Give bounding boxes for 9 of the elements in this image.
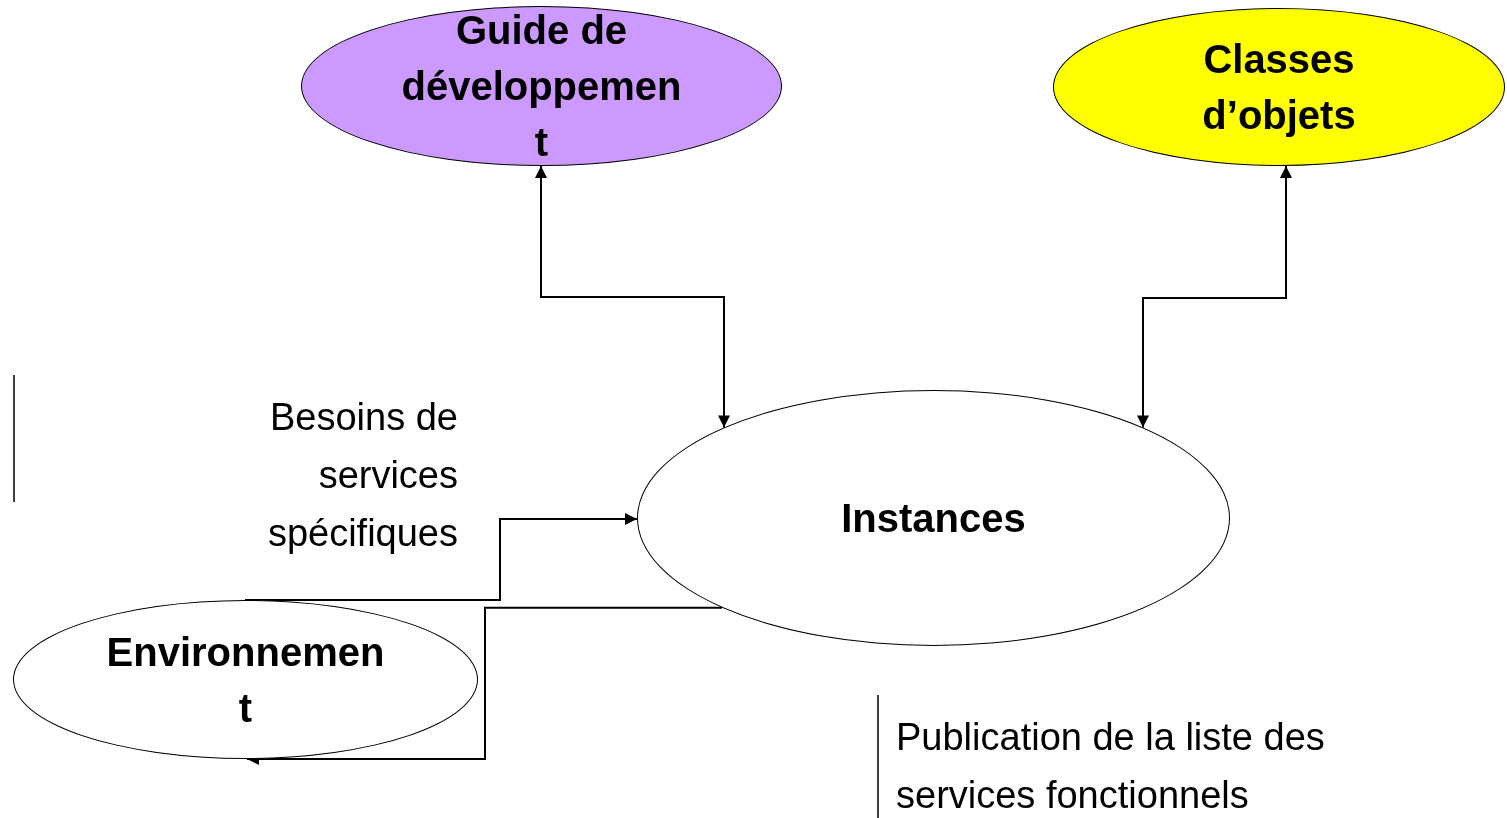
annotation-text: Besoins de services spécifiques [266,395,458,556]
annotation-text: Publication de la liste des services fonctionnels [896,715,1326,818]
arrow [1137,165,1292,429]
node-label: Instances [840,495,1027,542]
node-label: Guide de développement [400,7,683,166]
arrow [535,165,730,429]
node-label: Classes d’objets [1201,36,1357,139]
node-label: Environnement [105,628,386,732]
arrow [246,606,723,765]
